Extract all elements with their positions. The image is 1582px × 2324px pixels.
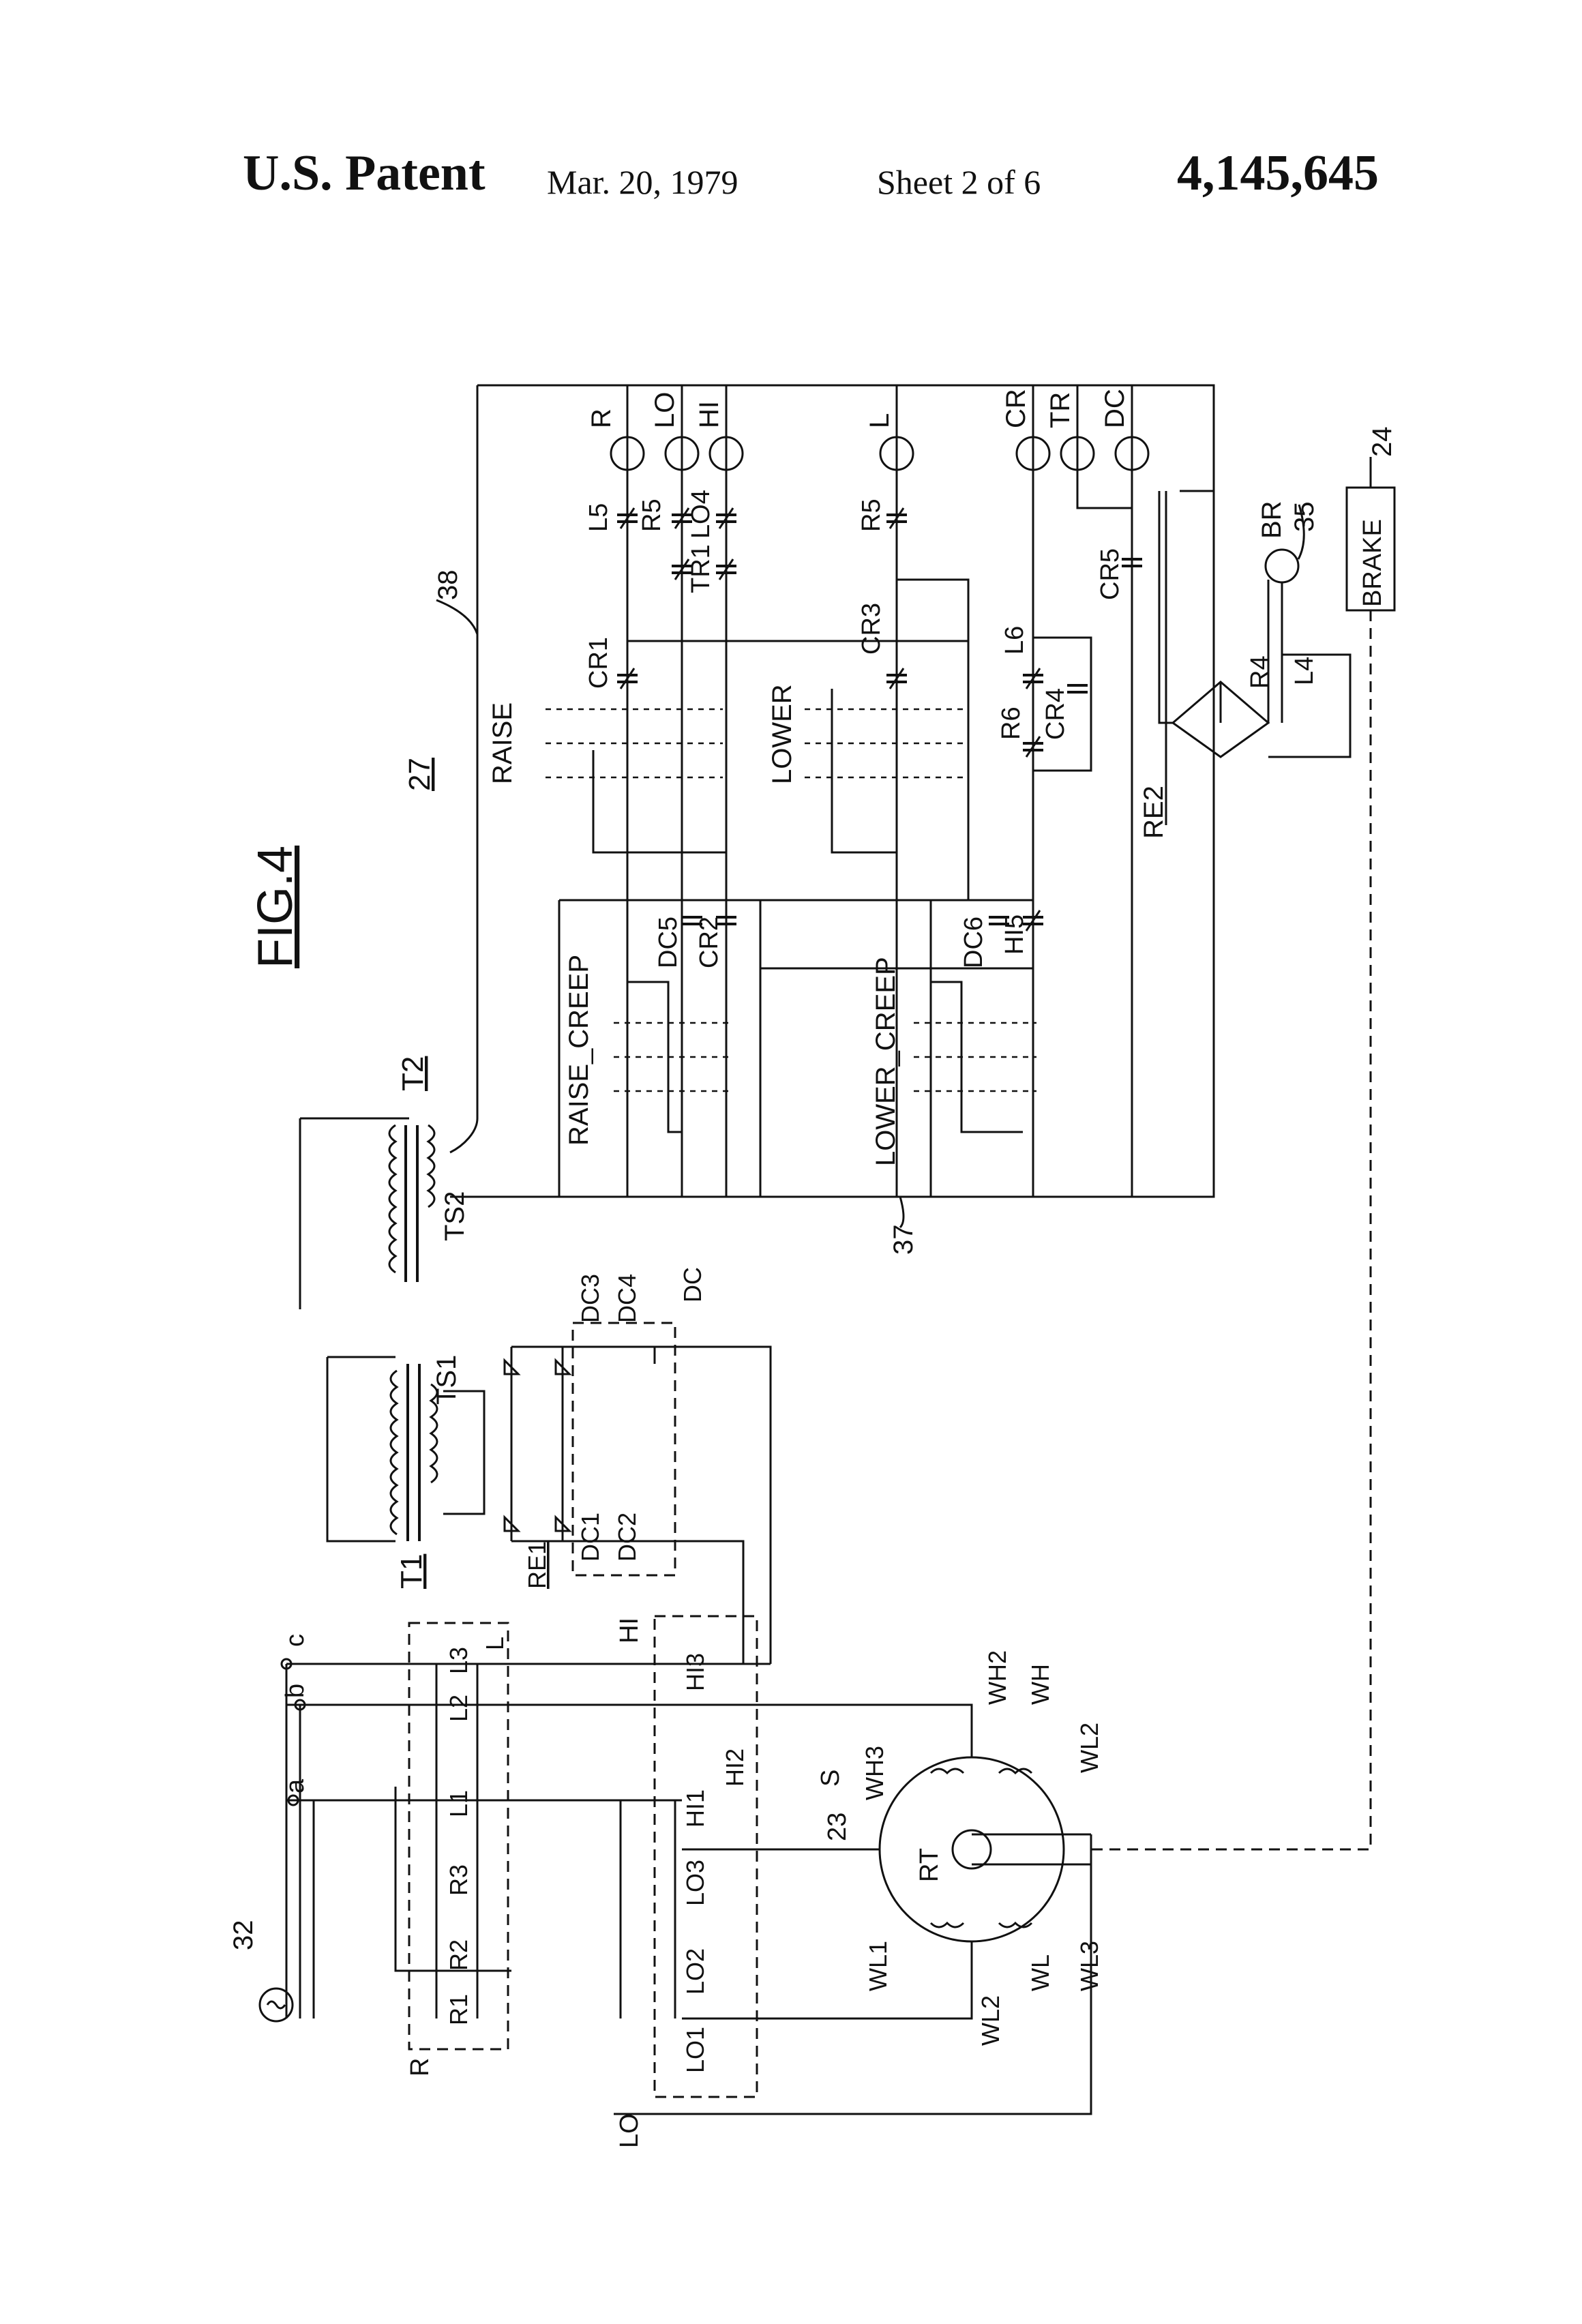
label-wl2-b: WL2: [976, 1995, 1004, 2046]
motor-stator: [880, 1757, 1064, 1941]
label-t2: T2: [396, 1056, 430, 1091]
label-r5-b: R5: [857, 498, 886, 532]
label-t1: T1: [395, 1554, 428, 1589]
dc-rectifier: DC3 DC4 DC1 DC2 DC RE1: [505, 1267, 771, 1664]
label-l1: L1: [445, 1790, 473, 1817]
label-cr1: CR1: [584, 637, 613, 689]
label-tr1: TR1: [687, 544, 715, 593]
ref-32: 32: [228, 1920, 258, 1951]
label-a: a: [281, 1778, 310, 1793]
label-s: S: [816, 1770, 845, 1787]
label-c: c: [281, 1634, 310, 1647]
transformer-t1: T1 TS1: [327, 1355, 484, 1589]
label-dc6: DC6: [959, 917, 988, 968]
label-re1: RE1: [523, 1541, 551, 1589]
label-dc-group: DC: [678, 1267, 706, 1302]
label-r-group: R: [406, 2058, 434, 2076]
control-circuit: 38 37: [433, 385, 1214, 1255]
label-cr2: CR2: [695, 917, 723, 968]
label-hi-group: HI: [615, 1618, 644, 1643]
motor-rotor: [953, 1830, 991, 1868]
label-r2: R2: [445, 1939, 473, 1971]
label-cr: CR: [1001, 389, 1031, 428]
label-hi: HI: [694, 401, 724, 428]
relay-coil-br: [1266, 550, 1298, 582]
label-r3: R3: [445, 1864, 473, 1896]
label-l3: L3: [445, 1647, 473, 1674]
label-wh2: WH2: [983, 1650, 1011, 1705]
label-l4: L4: [1290, 657, 1319, 685]
label-cr3: CR3: [857, 603, 886, 655]
label-lo: LO: [650, 392, 680, 428]
label-r6: R6: [997, 706, 1026, 740]
switch-raise-creep: RAISE_CREEP: [564, 955, 733, 1146]
label-br: BR: [1257, 501, 1287, 539]
brake-circuit: BRAKE 24: [1091, 427, 1397, 1850]
label-wl3: WL3: [1075, 1941, 1103, 1991]
label-lo-group: LO: [615, 2113, 644, 2148]
label-l-group: L: [481, 1637, 509, 1650]
label-raise-creep: RAISE_CREEP: [564, 955, 594, 1146]
label-l5: L5: [584, 503, 613, 532]
label-wh: WH: [1026, 1664, 1054, 1705]
label-r4: R4: [1246, 655, 1274, 689]
ref-37: 37: [889, 1225, 919, 1255]
label-dc4: DC4: [613, 1274, 641, 1323]
label-r: R: [586, 408, 616, 428]
label-hi3: HI3: [681, 1653, 709, 1691]
label-ts2: TS2: [440, 1191, 470, 1241]
label-dc1: DC1: [576, 1513, 604, 1562]
transformer-t2: T2 TS2: [300, 1056, 470, 1309]
label-r5: R5: [638, 498, 666, 532]
label-r1: R1: [445, 1994, 473, 2025]
label-wl: WL: [1026, 1954, 1054, 1991]
label-cr5: CR5: [1096, 548, 1124, 600]
label-wh3: WH3: [861, 1746, 889, 1800]
label-lo2: LO2: [681, 1948, 709, 1995]
label-hi2: HI2: [721, 1748, 749, 1787]
label-dc: DC: [1100, 389, 1130, 428]
label-l: L: [865, 413, 895, 428]
brake-label: BRAKE: [1358, 519, 1387, 607]
switch-lower-creep: LOWER_CREEP: [871, 957, 1036, 1166]
label-dc2: DC2: [613, 1513, 641, 1562]
ref-38: 38: [433, 570, 463, 601]
label-l2: L2: [445, 1695, 473, 1722]
label-dc3: DC3: [576, 1274, 604, 1323]
label-hi5: HI5: [1000, 914, 1029, 955]
figure-caption: FIG.4: [248, 846, 303, 968]
top-contacts: L5 R5 LO4 TR1 R5 CR5 CR1 CR3 L6 R6 CR4 R…: [584, 490, 1319, 968]
ref-23: 23: [823, 1813, 852, 1841]
label-lo1: LO1: [681, 2027, 709, 2073]
label-dc5: DC5: [654, 917, 683, 968]
label-lower: LOWER: [767, 684, 797, 784]
label-ts1: TS1: [432, 1355, 462, 1405]
label-raise: RAISE: [488, 702, 518, 784]
label-lower-creep: LOWER_CREEP: [871, 957, 901, 1166]
label-lo3: LO3: [681, 1860, 709, 1906]
switch-raise: RAISE: [488, 702, 723, 825]
label-b: b: [281, 1684, 310, 1698]
label-wl2-a: WL2: [1075, 1723, 1103, 1773]
label-rt: RT: [915, 1848, 944, 1882]
label-re2: RE2: [1139, 786, 1169, 839]
switch-lower: LOWER: [767, 684, 968, 818]
contactor-groups: L3 L2 L1 L R3 R2 R1 R HI HI3 HI2 HI1 LO3…: [395, 1616, 757, 2148]
label-lo4: LO4: [687, 490, 715, 539]
label-cr4: CR4: [1041, 688, 1070, 740]
label-l6: L6: [1000, 626, 1029, 655]
ref-27: 27: [403, 758, 436, 791]
ref-24: 24: [1367, 427, 1397, 458]
label-hi1: HI1: [681, 1789, 709, 1828]
label-tr: TR: [1045, 392, 1075, 428]
label-wl1: WL1: [864, 1941, 892, 1991]
